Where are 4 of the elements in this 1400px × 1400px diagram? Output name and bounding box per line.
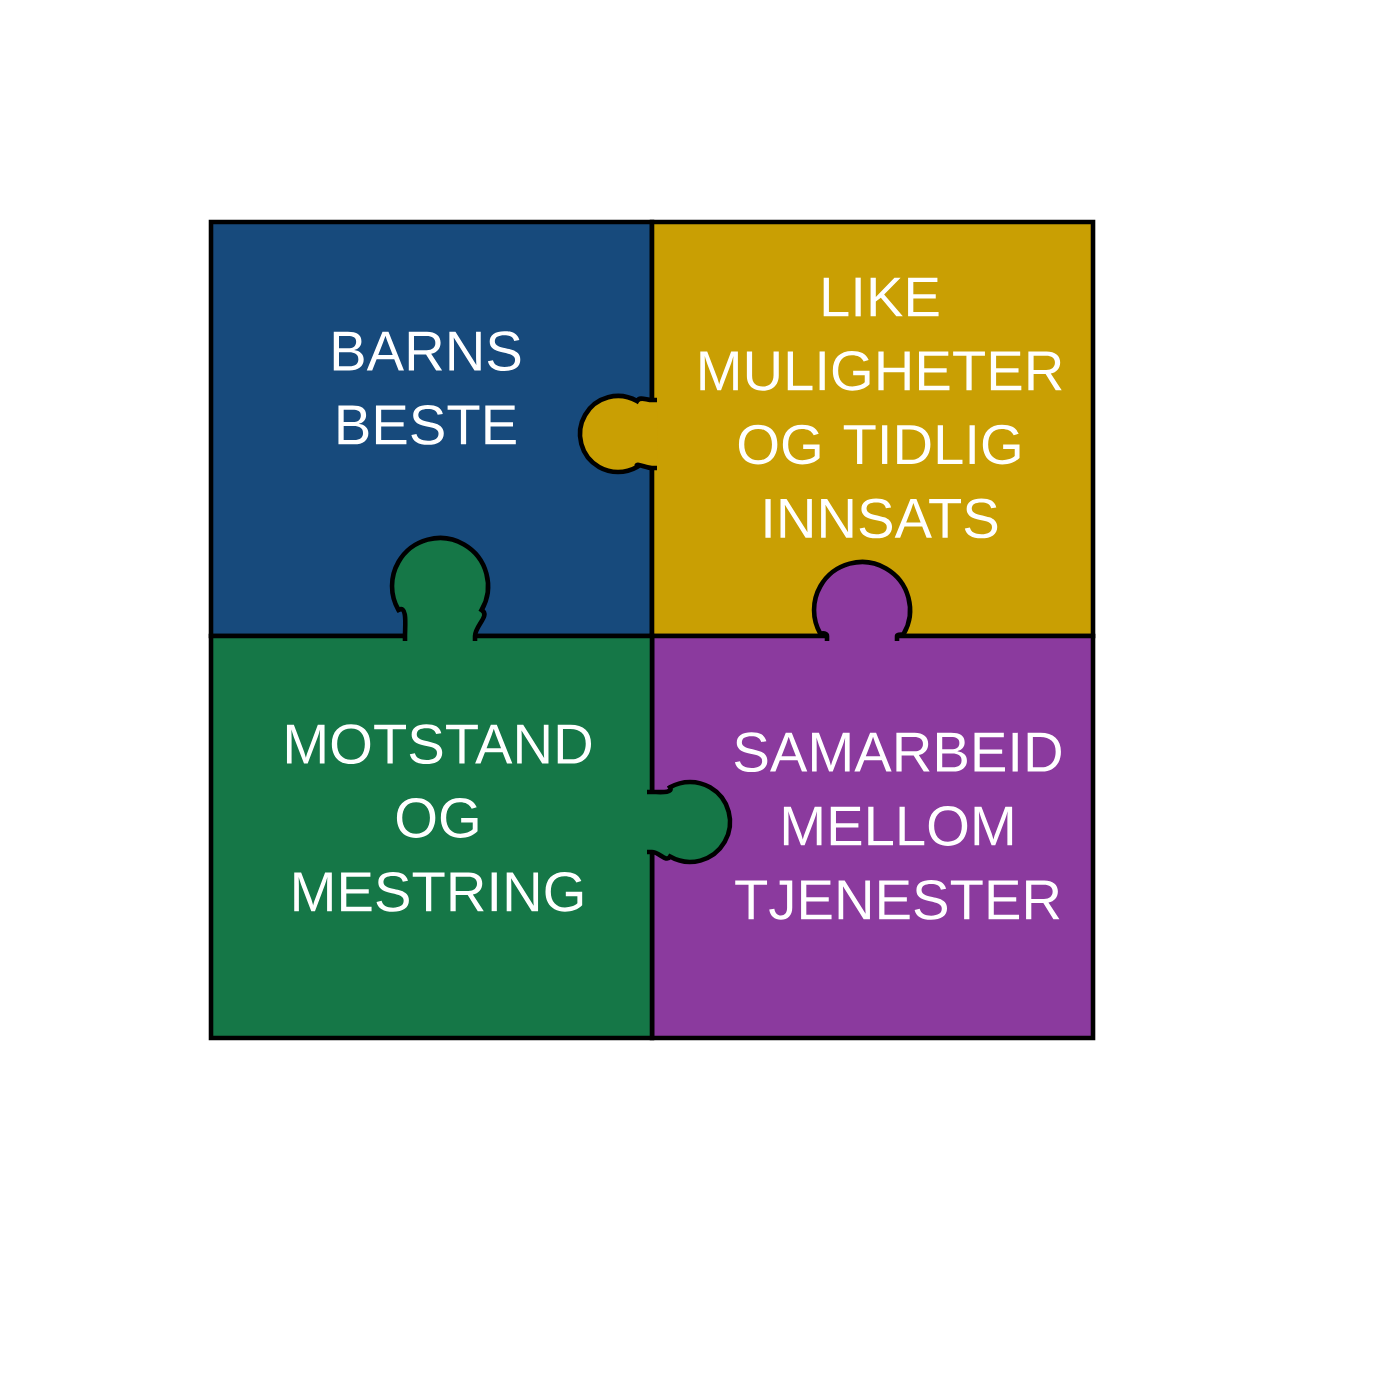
- puzzle-piece: SAMARBEID MELLOM TJENESTER: [649, 559, 1096, 1041]
- puzzle-piece: MOTSTAND OG MESTRING: [208, 535, 733, 1041]
- puzzle-piece: BARNS BESTE: [208, 219, 655, 639]
- puzzle-piece: LIKE MULIGHETER OG TIDLIG INNSATS: [577, 219, 1096, 639]
